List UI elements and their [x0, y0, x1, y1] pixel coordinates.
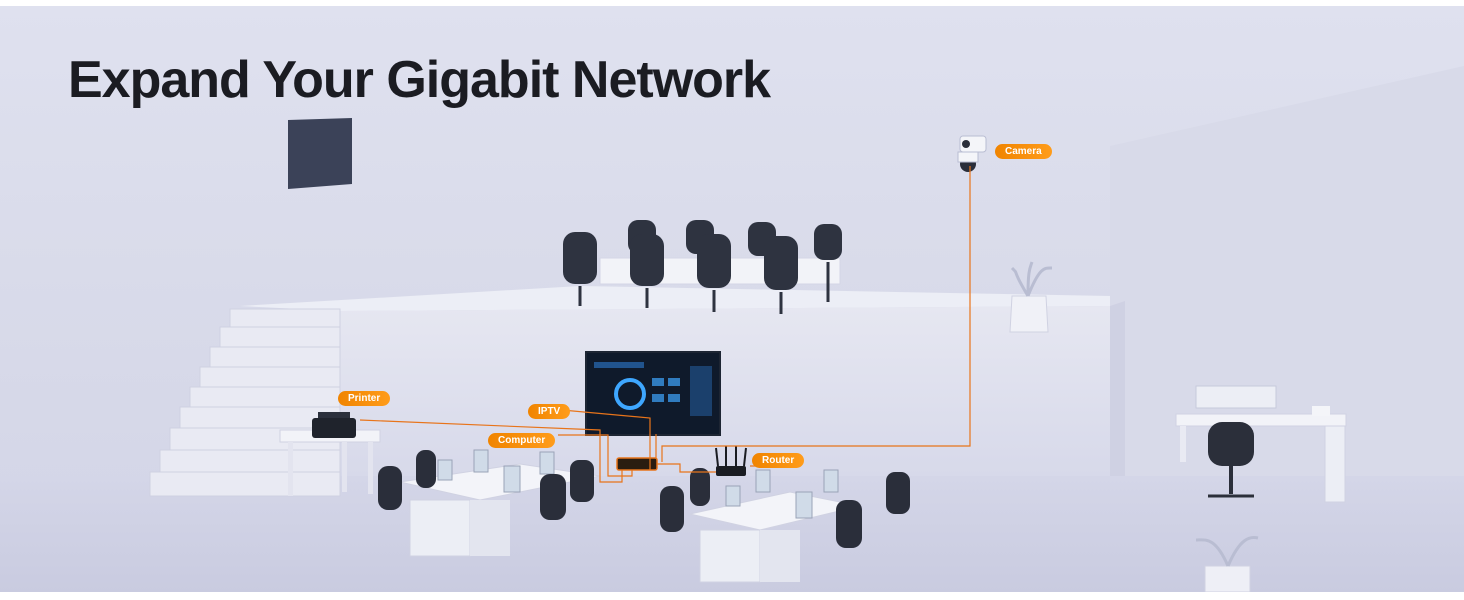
- office-illustration: [0, 66, 1464, 592]
- camera-icon: [957, 135, 987, 172]
- left-desk-cluster: [378, 449, 601, 557]
- plant-icon: [1195, 535, 1259, 592]
- right-workstation: [1175, 385, 1347, 503]
- conference-area: [563, 220, 842, 314]
- switch-icon: [616, 457, 658, 471]
- router-icon: [715, 446, 747, 476]
- camera-label: Camera: [995, 144, 1052, 159]
- tv-icon: [585, 351, 721, 436]
- page-title: Expand Your Gigabit Network: [68, 51, 771, 109]
- plant-icon: [1009, 261, 1053, 333]
- platform-top: [240, 286, 1110, 311]
- right-wall: [1110, 66, 1464, 476]
- iptv-label: IPTV: [528, 404, 571, 419]
- staircase: [149, 308, 341, 497]
- wall-panel: [288, 118, 352, 189]
- platform-side: [1110, 301, 1125, 476]
- router-label: Router: [752, 453, 805, 468]
- network-scene: Expand Your Gigabit Network Camera Print…: [0, 6, 1464, 592]
- computer-label: Computer: [488, 433, 556, 448]
- network-cables: [359, 166, 971, 483]
- printer-label: Printer: [338, 391, 391, 406]
- right-desk-cluster: [660, 468, 910, 583]
- printer-icon: [312, 412, 356, 438]
